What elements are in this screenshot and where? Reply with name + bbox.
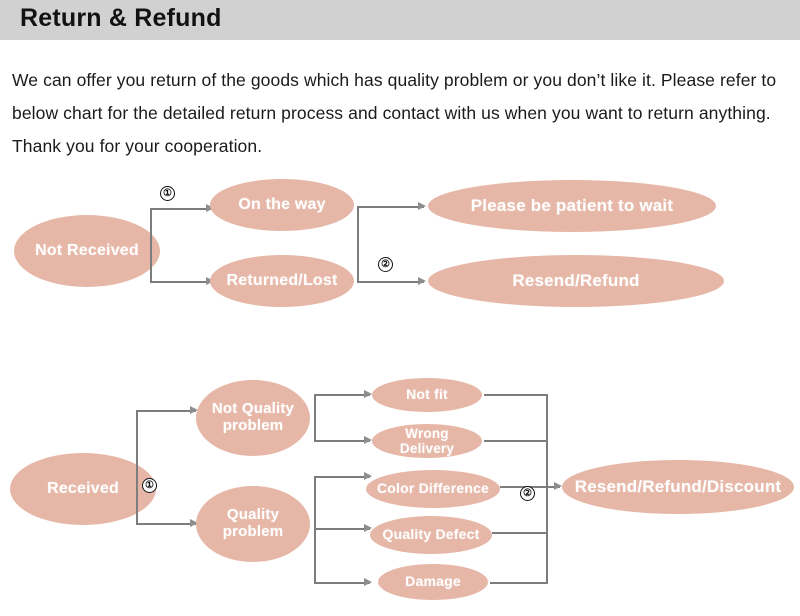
node-damage[interactable]: Damage [378, 564, 488, 600]
connector-to-wrong-delivery [314, 440, 370, 442]
connector-quality-split [314, 476, 316, 584]
arrowhead-to-color-difference [364, 471, 372, 480]
connector-to-not-fit [314, 394, 370, 396]
step-marker-1: ① [160, 186, 175, 201]
step-marker-2: ② [520, 486, 535, 501]
arrowhead-to-quality-defect [364, 523, 372, 532]
connector-to-quality [136, 523, 196, 525]
node-not-fit[interactable]: Not fit [372, 378, 482, 412]
node-please-be-patient-to-wait[interactable]: Please be patient to wait [428, 180, 716, 232]
connector-received-split [136, 410, 138, 524]
step-marker-1: ① [142, 478, 157, 493]
node-returned-lost[interactable]: Returned/Lost [210, 255, 354, 307]
flowchart-not-received: Not Received ① On the way Returned/Lost … [0, 160, 800, 320]
arrowhead-to-resend-refund-discount [554, 481, 562, 490]
node-on-the-way[interactable]: On the way [210, 179, 354, 231]
connector-to-color-difference [314, 476, 370, 478]
page-header-bar [0, 0, 800, 40]
node-not-received[interactable]: Not Received [14, 215, 160, 287]
connector-to-quality-defect [314, 528, 370, 530]
connector-merge-damage [490, 582, 547, 584]
step-marker-2: ② [378, 257, 393, 272]
page-title: Return & Refund [20, 4, 222, 32]
flowchart-received: Received ① Not Quality problem Quality p… [0, 368, 800, 616]
connector-merge-not-fit [484, 394, 547, 396]
arrowhead-to-wrong-delivery [364, 435, 372, 444]
connector-to-be-patient [357, 206, 424, 208]
intro-paragraph: We can offer you return of the goods whi… [12, 69, 777, 156]
connector-merge-riser [546, 394, 548, 584]
arrowhead-to-not-quality [190, 405, 198, 414]
connector-to-damage [314, 582, 370, 584]
arrowhead-to-resend-refund [418, 276, 426, 285]
connector-right-riser [357, 206, 359, 283]
connector-not-quality-split [314, 394, 316, 442]
arrowhead-to-damage [364, 577, 372, 586]
connector-to-returned-lost [150, 281, 212, 283]
connector-not-received-split [150, 208, 152, 283]
connector-merge-out [546, 486, 560, 488]
node-quality-defect[interactable]: Quality Defect [370, 516, 492, 554]
connector-to-on-the-way [150, 208, 212, 210]
node-received[interactable]: Received [10, 453, 156, 525]
connector-merge-wrong-delivery [484, 440, 547, 442]
arrowhead-to-not-fit [364, 389, 372, 398]
node-resend-refund[interactable]: Resend/Refund [428, 255, 724, 307]
node-resend-refund-discount[interactable]: Resend/Refund/Discount [562, 460, 794, 514]
connector-to-not-quality [136, 410, 196, 412]
connector-to-resend-refund [357, 281, 424, 283]
connector-merge-quality-defect [492, 532, 547, 534]
node-quality-problem[interactable]: Quality problem [196, 486, 310, 562]
arrowhead-to-be-patient [418, 201, 426, 210]
node-color-difference[interactable]: Color Difference [366, 470, 500, 508]
node-wrong-delivery[interactable]: Wrong Delivery [372, 424, 482, 458]
arrowhead-to-quality [190, 518, 198, 527]
node-not-quality-problem[interactable]: Not Quality problem [196, 380, 310, 456]
